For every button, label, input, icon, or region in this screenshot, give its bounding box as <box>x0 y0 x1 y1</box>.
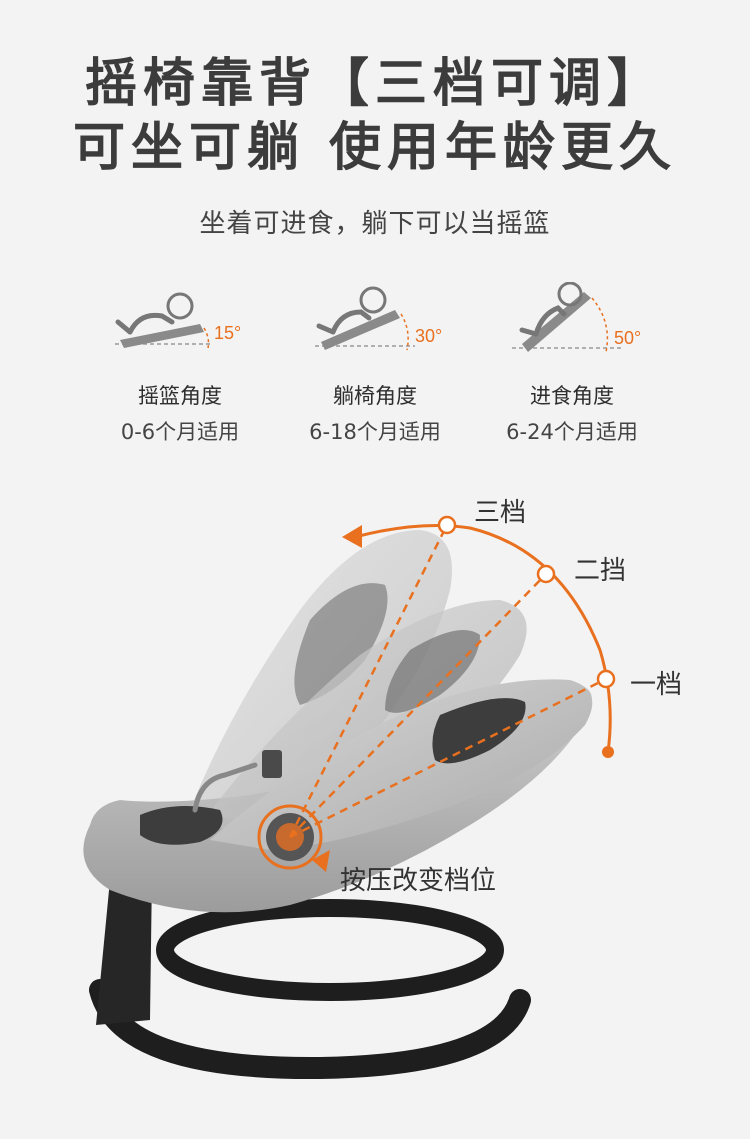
angle-arc-icon <box>203 327 210 349</box>
press-arrow-icon <box>312 850 330 872</box>
gear-label-one: 一档 <box>630 670 683 700</box>
gear-label-two: 二挡 <box>574 556 627 586</box>
gear-line-three <box>288 524 449 838</box>
angle-arc-icon <box>400 313 409 351</box>
mode-feeding: 50° 进食角度 6-24个月适用 <box>472 282 672 446</box>
seat-cushion <box>140 806 223 845</box>
mode-angle: 30° <box>415 326 442 346</box>
mode-title: 进食角度 <box>530 384 614 408</box>
bouncer-illustration <box>83 515 616 1080</box>
mode-title: 躺椅角度 <box>333 384 417 408</box>
mode-range: 0-6个月适用 <box>120 420 240 444</box>
mode-range: 6-18个月适用 <box>309 420 441 444</box>
gear-label-three: 三档 <box>474 498 527 528</box>
headline-line-2: 可坐可躺 使用年龄更久 <box>72 118 678 178</box>
arc-arrow-icon <box>342 525 362 548</box>
subtitle: 坐着可进食，躺下可以当摇篮 <box>199 209 551 239</box>
gear-line-two <box>289 573 547 838</box>
mode-angle: 50° <box>614 328 641 348</box>
gear-marker-two <box>536 564 556 584</box>
press-label: 按压改变档位 <box>340 866 497 896</box>
mode-angle: 15° <box>214 323 241 343</box>
mode-title: 摇篮角度 <box>138 384 222 408</box>
mode-cradle: 15° 摇篮角度 0-6个月适用 <box>80 282 280 446</box>
baby-recline-icon: 30° <box>315 286 442 351</box>
gear-line-one <box>289 677 607 839</box>
angle-arc-icon <box>591 297 609 353</box>
gear-marker-one <box>596 669 616 689</box>
mode-range: 6-24个月适用 <box>506 420 638 444</box>
gear-marker-three <box>437 515 457 535</box>
base-ring-back <box>156 899 504 1001</box>
base-ring-front <box>89 979 531 1080</box>
baby-recline-icon: 50° <box>512 282 641 353</box>
mode-lounger: 30° 躺椅角度 6-18个月适用 <box>275 282 475 446</box>
baby-recline-icon: 15° <box>115 292 241 349</box>
support-post <box>96 872 152 1025</box>
headline-line-1: 摇椅靠背【三档可调】 <box>84 54 665 114</box>
